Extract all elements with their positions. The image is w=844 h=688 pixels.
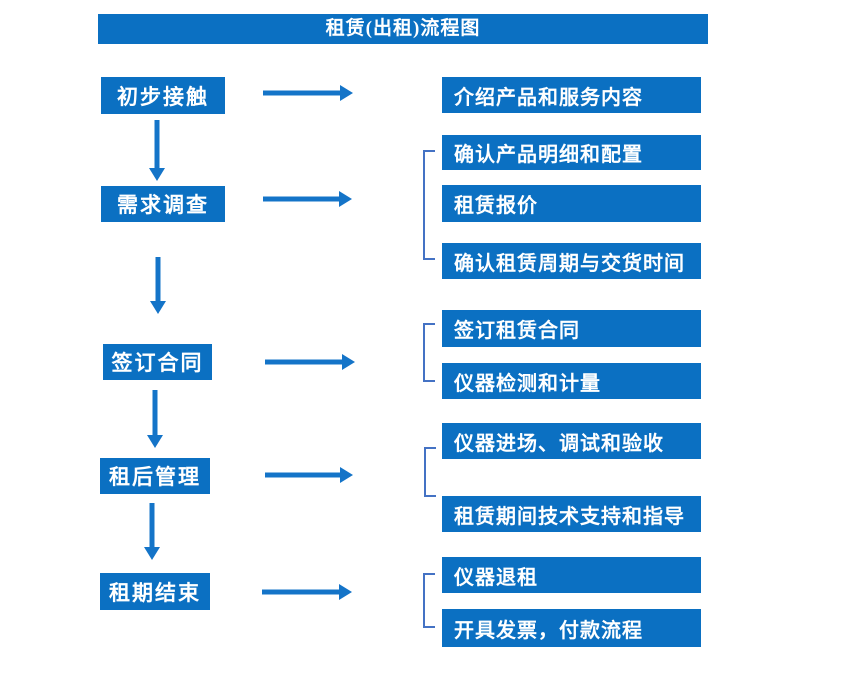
arrow-shaft	[265, 359, 343, 365]
group-bracket-sign-contract	[423, 323, 435, 382]
arrow-shaft	[149, 503, 155, 548]
flow-arrow-down-4	[144, 503, 160, 560]
stage-box-post-rental-management: 租后管理	[100, 458, 210, 494]
arrow-head-icon	[144, 547, 160, 560]
flow-arrow-right-3	[265, 354, 355, 370]
arrow-head-icon	[342, 354, 355, 370]
flow-arrow-down-3	[147, 390, 163, 448]
stage-box-sign-contract: 签订合同	[103, 344, 212, 380]
output-box-instrument-testing: 仪器检测和计量	[442, 363, 701, 399]
group-bracket-demand-survey	[423, 150, 435, 260]
group-bracket-rental-end	[423, 573, 435, 628]
arrow-head-icon	[147, 435, 163, 448]
output-box-instrument-return: 仪器退租	[442, 557, 701, 593]
flow-arrow-down-1	[149, 120, 165, 181]
output-box-tech-support: 租赁期间技术支持和指导	[442, 496, 701, 532]
stage-box-initial-contact: 初步接触	[101, 77, 225, 114]
stage-box-demand-survey: 需求调查	[101, 186, 225, 222]
arrow-shaft	[152, 390, 158, 436]
arrow-shaft	[263, 90, 341, 96]
arrow-shaft	[263, 196, 340, 202]
output-box-intro-products: 介绍产品和服务内容	[442, 77, 701, 113]
flow-arrow-down-2	[150, 257, 166, 314]
flow-arrow-right-1	[263, 85, 353, 101]
arrow-shaft	[265, 472, 341, 478]
output-box-instrument-entry: 仪器进场、调试和验收	[442, 423, 701, 459]
arrow-head-icon	[339, 584, 352, 600]
arrow-shaft	[155, 257, 161, 302]
flow-arrow-right-5	[262, 584, 352, 600]
arrow-shaft	[262, 589, 340, 595]
group-bracket-post-rental	[424, 447, 436, 497]
output-box-invoice-payment: 开具发票，付款流程	[442, 609, 701, 647]
flowchart-title: 租赁(出租)流程图	[98, 14, 708, 44]
flow-arrow-right-2	[263, 191, 352, 207]
output-box-sign-rental-contract: 签订租赁合同	[442, 310, 701, 347]
stage-box-rental-end: 租期结束	[100, 573, 210, 610]
output-box-confirm-period: 确认租赁周期与交货时间	[442, 243, 701, 279]
flow-arrow-right-4	[265, 467, 353, 483]
arrow-head-icon	[340, 85, 353, 101]
arrow-shaft	[154, 120, 160, 169]
arrow-head-icon	[150, 301, 166, 314]
arrow-head-icon	[340, 467, 353, 483]
output-box-confirm-details: 确认产品明细和配置	[442, 135, 701, 170]
arrow-head-icon	[149, 168, 165, 181]
output-box-rental-quote: 租赁报价	[442, 185, 701, 222]
arrow-head-icon	[339, 191, 352, 207]
